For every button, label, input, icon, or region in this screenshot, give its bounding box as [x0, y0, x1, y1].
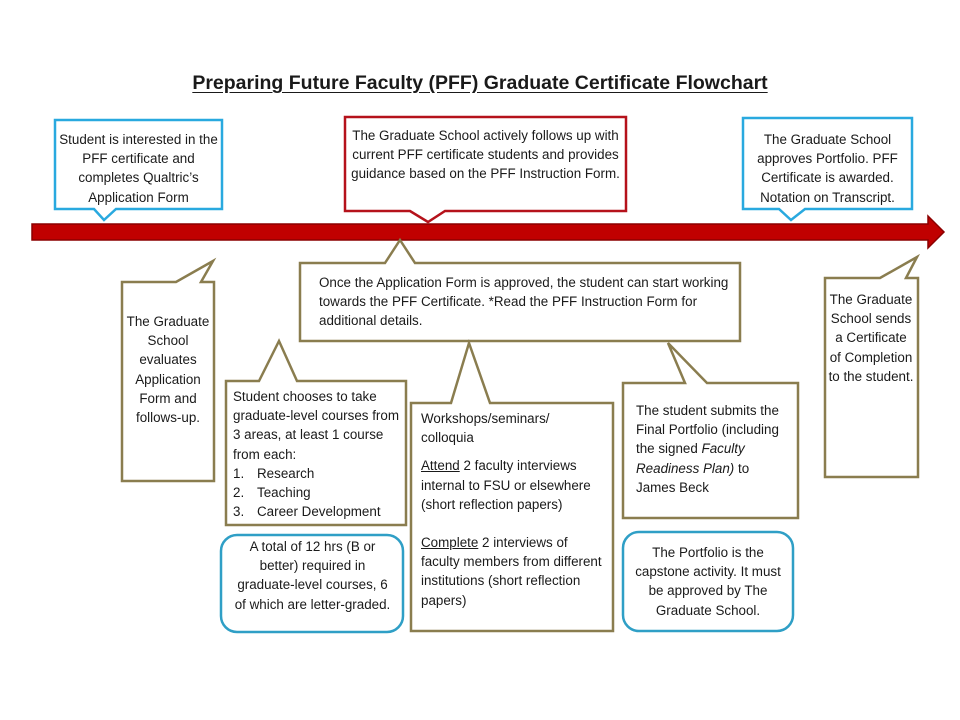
callout-approved-shape — [298, 237, 742, 343]
workshops-attend: Attend 2 faculty interviews internal to … — [421, 458, 591, 512]
note-hours-shape — [219, 533, 405, 634]
note-capstone-text: The Portfolio is the capstone activity. … — [635, 545, 781, 618]
callout-completion-shape — [823, 253, 921, 479]
page-title: Preparing Future Faculty (PFF) Graduate … — [192, 72, 768, 94]
timeline-arrow — [31, 214, 946, 250]
list-item: 2.Teaching — [233, 485, 311, 501]
callout-workshops-text: Workshops/seminars/ colloquia Attend 2 f… — [421, 409, 606, 610]
callout-workshops-shape — [409, 338, 615, 633]
list-item: 1.Research — [233, 465, 315, 481]
callout-completion-text: The Graduate School sends a Certificate … — [828, 292, 914, 384]
workshops-heading: Workshops/seminars/ colloquia — [421, 411, 550, 446]
callout-portfolio-text: The student submits the Final Portfolio … — [636, 403, 779, 495]
callout-followup-shape — [343, 115, 628, 224]
callout-approved-text: Once the Application Form is approved, t… — [319, 275, 729, 329]
callout-approves-shape — [741, 116, 914, 222]
courses-intro: Student chooses to take graduate-level c… — [233, 389, 399, 462]
note-capstone-shape — [621, 530, 795, 633]
workshops-complete: Complete 2 interviews of faculty members… — [421, 535, 602, 608]
callout-courses-shape — [224, 338, 408, 527]
callout-interest-text: Student is interested in the PFF certifi… — [59, 132, 218, 205]
callout-followup-text: The Graduate School actively follows up … — [351, 128, 620, 182]
list-item: 3.Career Development — [233, 504, 381, 520]
callout-portfolio-shape — [621, 342, 800, 520]
note-hours-text: A total of 12 hrs (B or better) required… — [234, 539, 391, 612]
callout-evaluates-shape — [120, 257, 217, 483]
callout-approves-text: The Graduate School approves Portfolio. … — [757, 132, 898, 205]
callout-interest-shape — [53, 118, 224, 222]
courses-list: 1.Research 2.Teaching 3.Career Developme… — [233, 464, 403, 522]
callout-courses-text: Student chooses to take graduate-level c… — [233, 387, 403, 521]
callout-evaluates-text: The Graduate School evaluates Applicatio… — [126, 314, 210, 426]
